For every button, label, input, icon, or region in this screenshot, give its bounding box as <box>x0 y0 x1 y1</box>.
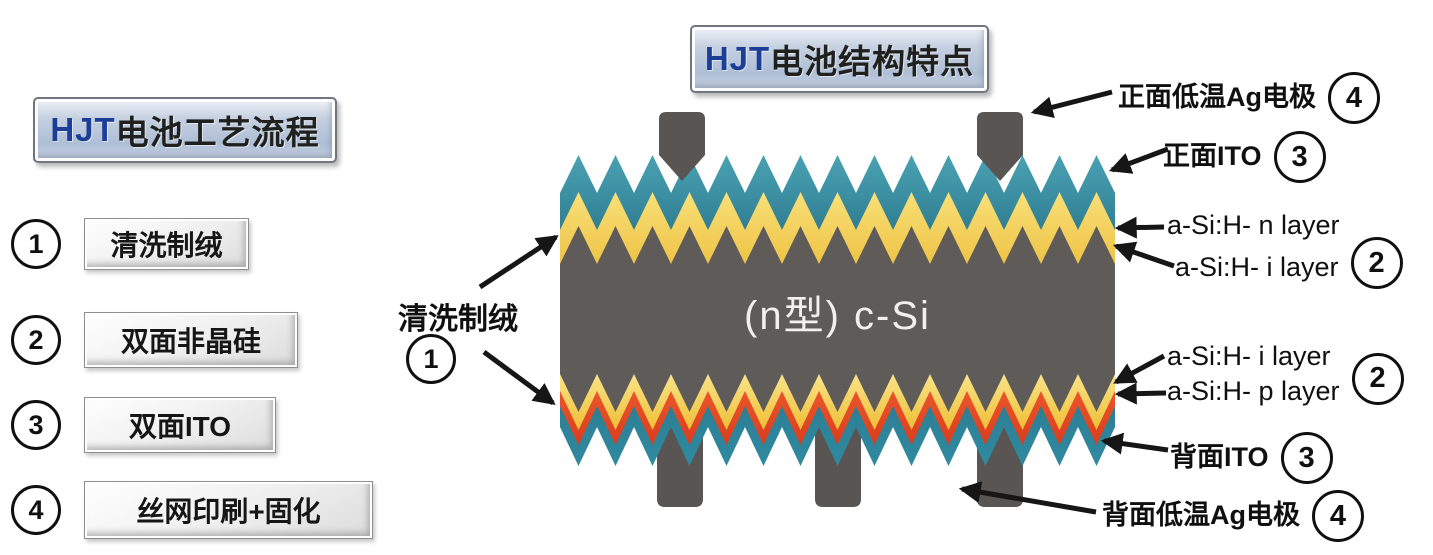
callout-label: 背面ITO <box>1170 442 1269 473</box>
title-prefix: HJT <box>50 111 116 148</box>
arrow-n-layer <box>1114 216 1165 239</box>
callout-front-ag: 正面低温Ag电极 4 <box>1118 72 1380 124</box>
step-label: 双面ITO <box>128 411 232 442</box>
arrow-front-ito <box>1108 146 1169 174</box>
title-suffix: 电池结构特点 <box>770 43 975 80</box>
arrow-back-ito <box>1100 432 1169 455</box>
callout-label: 正面低温Ag电极 <box>1118 82 1316 113</box>
step-box: 双面非晶硅 <box>84 312 298 368</box>
callout-number: 4 <box>1312 490 1364 542</box>
step-label: 双面非晶硅 <box>120 326 261 357</box>
step-number: 4 <box>11 485 61 535</box>
callout-n-layer: a-Si:H- n layer <box>1167 210 1340 241</box>
process-step-2: 2 双面非晶硅 <box>11 312 298 368</box>
step-label: 清洗制绒 <box>110 230 223 261</box>
callout-i-layer-top: a-Si:H- i layer 2 <box>1175 237 1403 289</box>
title-prefix: HJT <box>704 40 771 77</box>
process-step-3: 3 双面ITO <box>11 397 276 453</box>
callout-number: 2 <box>1351 352 1404 405</box>
step-label: 丝网印刷+固化 <box>136 496 321 527</box>
arrow-texturing-top <box>478 234 559 290</box>
arrow-i-layer-bottom <box>1113 353 1166 385</box>
texturing-callout-label: 清洗制绒 <box>398 303 518 336</box>
callout-number: 3 <box>1273 131 1326 183</box>
callout-i-layer-bottom: a-Si:H- i layer <box>1167 341 1331 372</box>
step-number: 1 <box>11 219 61 269</box>
process-step-1: 1 清洗制绒 <box>11 218 249 270</box>
callout-label: a-Si:H- i layer <box>1175 252 1339 283</box>
step-number: 2 <box>11 315 61 365</box>
callout-p-layer: a-Si:H- p layer 2 <box>1167 352 1404 407</box>
callout-number: 3 <box>1280 432 1333 484</box>
front-ag-electrode-left <box>659 112 705 181</box>
texturing-callout-number: 1 <box>406 334 456 384</box>
step-box: 丝网印刷+固化 <box>84 481 373 539</box>
arrow-front-ag <box>1030 89 1113 119</box>
callout-back-ag: 背面低温Ag电极 4 <box>1102 490 1364 542</box>
callout-back-ito: 背面ITO 3 <box>1170 432 1333 484</box>
step-box: 双面ITO <box>84 397 276 453</box>
callout-number: 2 <box>1350 237 1403 289</box>
front-ag-electrode-right <box>977 112 1023 181</box>
arrow-i-layer-top <box>1112 241 1175 269</box>
arrow-p-layer <box>1114 382 1167 405</box>
callout-label: a-Si:H- i layer <box>1167 341 1331 371</box>
arrow-back-ag <box>958 481 1097 515</box>
callout-front-ito: 正面ITO 3 <box>1163 131 1326 183</box>
callout-label: a-Si:H- n layer <box>1167 210 1340 240</box>
c-si-wafer <box>560 226 1115 412</box>
step-box: 清洗制绒 <box>84 218 249 270</box>
arrow-texturing-bottom <box>482 349 556 406</box>
back-ag-electrode-center <box>815 426 861 507</box>
step-number: 3 <box>11 400 61 450</box>
wafer-label: (n型) c-Si <box>744 294 931 338</box>
title-suffix: 电池工艺流程 <box>115 114 320 151</box>
process-step-4: 4 丝网印刷+固化 <box>11 481 373 539</box>
callout-label: 正面ITO <box>1163 141 1262 172</box>
callout-number: 4 <box>1328 72 1380 124</box>
callout-label: a-Si:H- p layer <box>1167 376 1340 406</box>
callout-label: 背面低温Ag电极 <box>1102 500 1300 531</box>
